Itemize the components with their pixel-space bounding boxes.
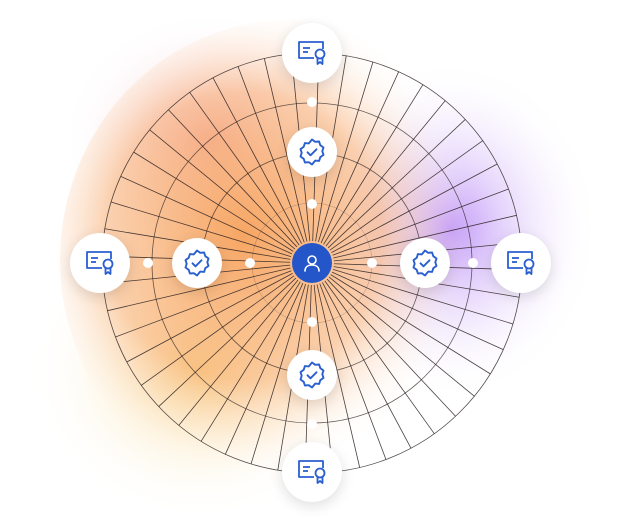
grid-spoke xyxy=(332,188,509,256)
grid-spoke xyxy=(329,140,483,251)
grid-spoke xyxy=(327,119,466,249)
grid-spoke xyxy=(149,129,296,250)
grid-spoke xyxy=(319,283,387,460)
grid-spoke xyxy=(320,71,400,244)
grid-spoke xyxy=(326,278,456,417)
grid-spoke xyxy=(178,279,299,426)
verified-badge-icon xyxy=(299,361,325,389)
grid-spoke xyxy=(224,282,304,455)
connector-dot xyxy=(143,258,153,268)
certificate-icon xyxy=(298,41,326,65)
verified-badge-node[interactable] xyxy=(287,127,337,177)
certificate-icon xyxy=(86,251,114,275)
connector-dot xyxy=(307,419,317,429)
verified-badge-node[interactable] xyxy=(400,238,450,288)
grid-spoke xyxy=(237,66,305,243)
grid-spoke xyxy=(316,284,361,468)
grid-spoke xyxy=(250,283,306,465)
grid-spoke xyxy=(323,84,424,245)
certificate-icon xyxy=(507,251,535,275)
connector-dot xyxy=(367,258,377,268)
certificate-node[interactable] xyxy=(491,233,551,293)
grid-spoke xyxy=(126,273,293,363)
user-icon xyxy=(304,255,320,272)
verified-badge-node[interactable] xyxy=(172,238,222,288)
connector-dot xyxy=(307,199,317,209)
verified-badge-icon xyxy=(299,138,325,166)
verified-badge-icon xyxy=(412,249,438,277)
grid-spoke xyxy=(325,100,446,247)
certificate-node[interactable] xyxy=(282,23,342,83)
connector-dot xyxy=(307,317,317,327)
grid-spoke xyxy=(115,270,292,338)
grid-spoke xyxy=(332,269,514,325)
connector-dot xyxy=(245,258,255,268)
grid-spoke xyxy=(331,163,498,253)
grid-spoke xyxy=(322,282,412,449)
verified-badge-node[interactable] xyxy=(287,350,337,400)
grid-spoke xyxy=(107,267,291,312)
grid-spoke xyxy=(168,109,298,248)
grid-spoke xyxy=(324,280,435,434)
grid-spoke xyxy=(212,77,302,244)
certificate-icon xyxy=(298,460,326,484)
grid-spoke xyxy=(189,92,300,246)
grid-spoke xyxy=(120,175,293,255)
grid-spoke xyxy=(141,275,295,386)
certificate-node[interactable] xyxy=(282,442,342,502)
user-center-node[interactable] xyxy=(292,243,332,283)
connector-dot xyxy=(307,97,317,107)
grid-spoke xyxy=(133,151,294,252)
grid-spoke xyxy=(158,277,297,407)
grid-spoke xyxy=(328,276,475,397)
grid-spoke xyxy=(330,274,491,375)
verified-badge-icon xyxy=(184,249,210,277)
grid-spoke xyxy=(263,58,308,242)
certificate-node[interactable] xyxy=(70,233,130,293)
grid-spoke xyxy=(200,281,301,442)
grid-spoke xyxy=(333,214,517,259)
grid-spoke xyxy=(318,61,374,243)
grid-spoke xyxy=(110,201,292,257)
connector-dot xyxy=(468,258,478,268)
grid-spoke xyxy=(331,271,504,351)
